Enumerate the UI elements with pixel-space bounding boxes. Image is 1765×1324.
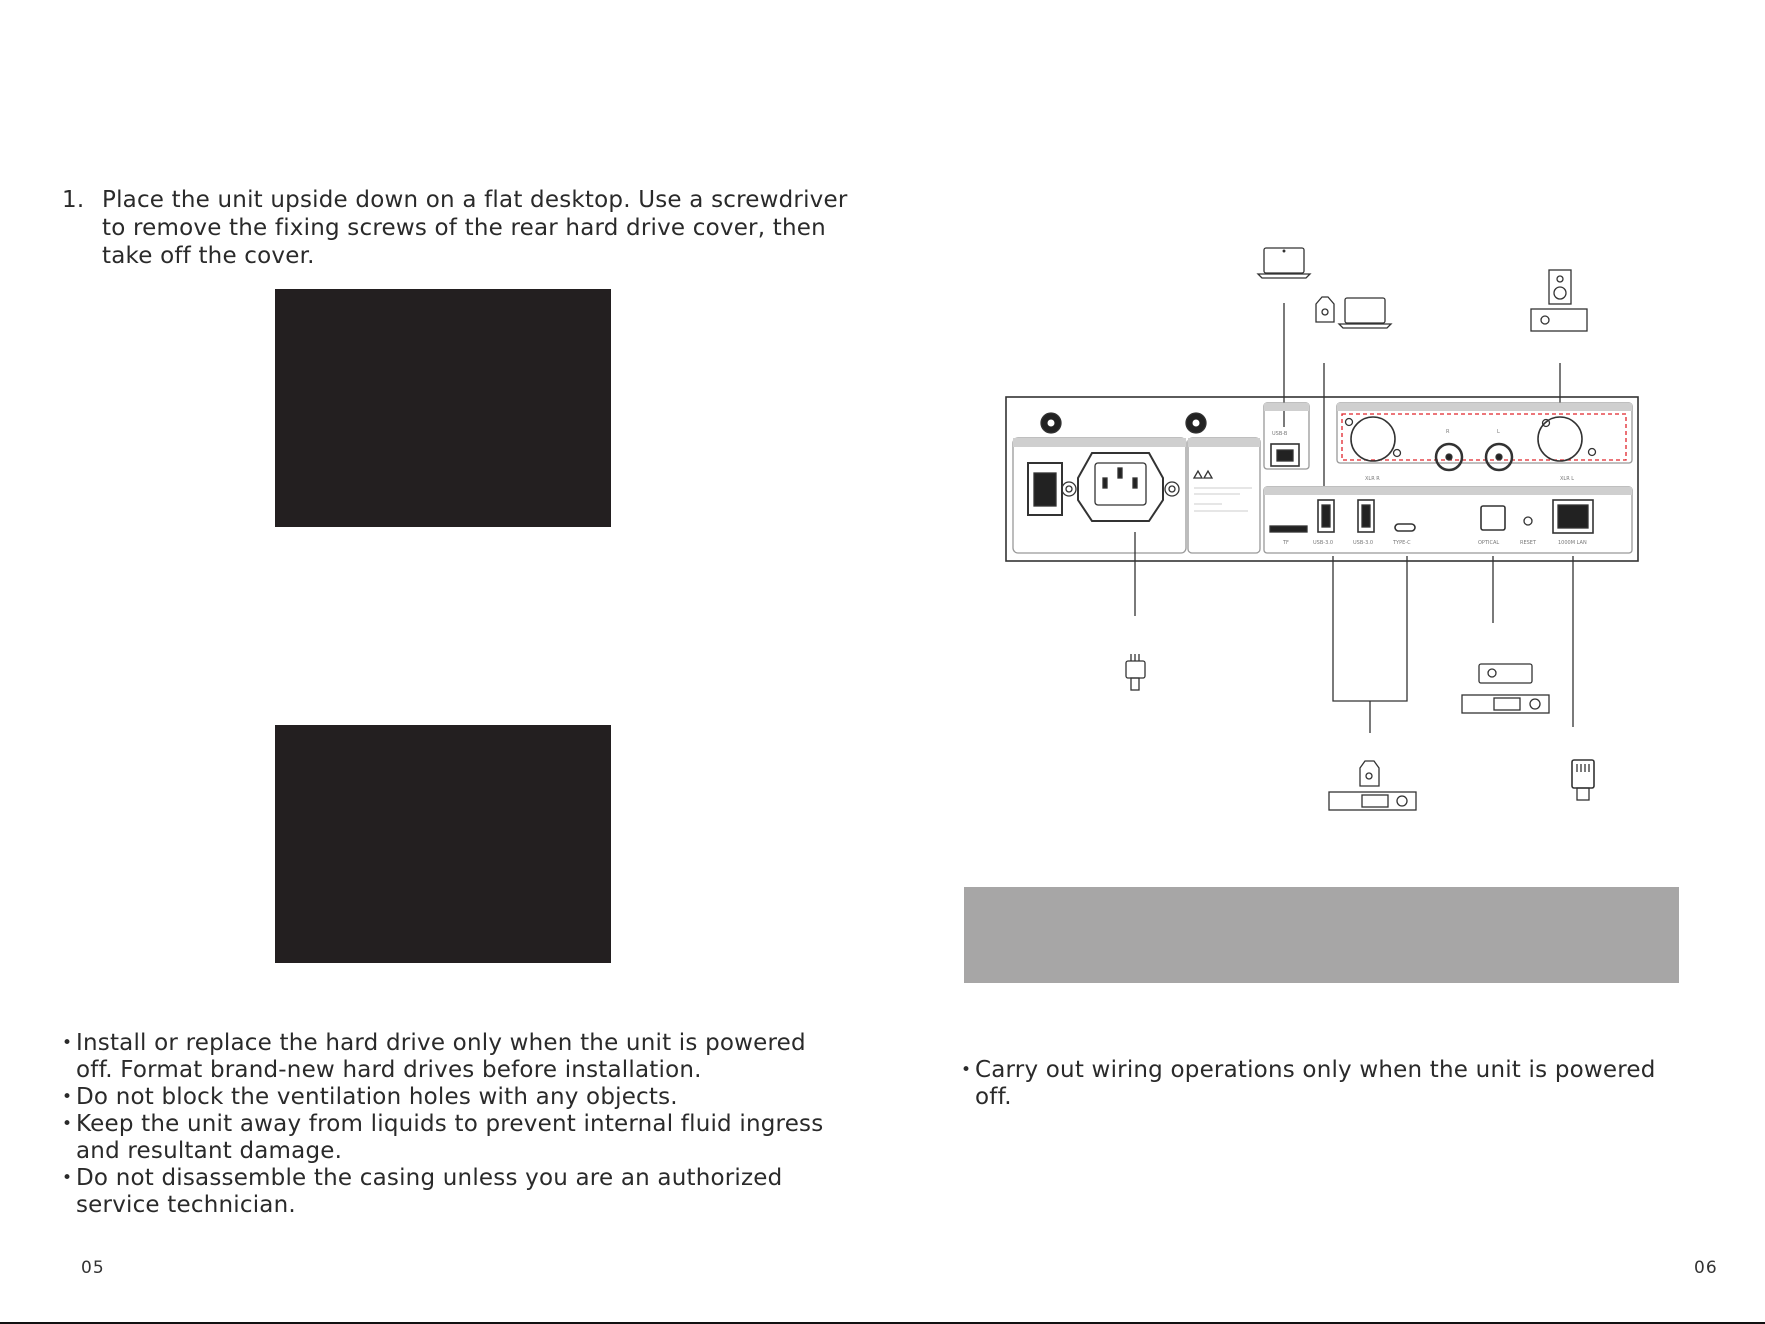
streamer-device-icon [1328, 791, 1417, 811]
usb-b-port-icon [1270, 443, 1300, 467]
usb30-b-label: USB-3.0 [1353, 540, 1373, 546]
caution-section [1187, 437, 1261, 554]
usb-a-port-icon [1317, 499, 1335, 533]
rca-connector-icon [1484, 442, 1514, 472]
ethernet-port-icon [1552, 499, 1594, 534]
xlr-l-label: XLR L [1560, 476, 1574, 482]
ethernet-cable-icon [1571, 759, 1595, 801]
power-switch-icon [1027, 462, 1063, 516]
wiring-note-item: Carry out wiring operations only when th… [961, 1057, 1681, 1111]
rca-connector-icon [1434, 442, 1464, 472]
usb-b-label: USB-B [1272, 431, 1288, 437]
gray-banner [964, 887, 1679, 983]
screw-icon [1040, 412, 1062, 434]
usb30-a-label: USB-3.0 [1313, 540, 1333, 546]
tf-card-slot-icon [1269, 525, 1308, 533]
analog-output-section [1336, 402, 1633, 464]
xlr-r-label: XLR R [1365, 476, 1380, 482]
precaution-list: Install or replace the hard drive only w… [62, 1030, 842, 1219]
precaution-item: Keep the unit away from liquids to preve… [62, 1111, 842, 1165]
optical-label: OPTICAL [1478, 540, 1499, 546]
external-drive-icon [1315, 296, 1335, 323]
external-drive-icon [1359, 760, 1380, 787]
precaution-item: Do not block the ventilation holes with … [62, 1084, 842, 1111]
wiring-note: Carry out wiring operations only when th… [961, 1057, 1681, 1111]
laptop-icon [1256, 247, 1312, 279]
reset-label: RESET [1520, 540, 1537, 546]
optical-port-icon [1480, 505, 1506, 531]
xlr-connector-icon [1344, 416, 1402, 462]
page-number-left: 05 [81, 1258, 105, 1278]
usb-leader-line [1332, 556, 1408, 702]
rca-r-label: R [1446, 429, 1450, 435]
hard-drive-cover-photo [275, 289, 611, 527]
power-plug-icon [1125, 654, 1146, 691]
precaution-item: Install or replace the hard drive only w… [62, 1030, 842, 1084]
reset-button-icon [1523, 516, 1533, 526]
xlr-rca-highlight-box [1341, 413, 1627, 461]
lan-label: 1000M LAN [1558, 540, 1587, 546]
streamer-device-icon [1461, 694, 1550, 714]
page-number-right: 06 [1694, 1258, 1718, 1278]
rca-l-label: L [1497, 429, 1500, 435]
screw-icon [1185, 412, 1207, 434]
usb-type-c-port-icon [1394, 523, 1416, 532]
amplifier-icon [1530, 308, 1588, 332]
step-text: Place the unit upside down on a flat des… [102, 187, 848, 269]
laptop-icon [1337, 297, 1393, 329]
type-c-label: TYPE-C [1392, 540, 1411, 546]
iec-power-socket-icon [1061, 452, 1180, 522]
bottom-edge-rule [0, 1322, 1765, 1324]
tf-label: TF [1282, 540, 1289, 546]
hard-drive-install-photo [275, 725, 611, 963]
speaker-icon [1548, 269, 1572, 305]
rear-panel-outline [1005, 396, 1639, 562]
usb-a-port-icon [1357, 499, 1375, 533]
xlr-connector-icon [1537, 416, 1597, 462]
rear-panel-connection-diagram: USB-B XLR R R L XLR L TF USB-3.0 USB-3.0… [1005, 247, 1639, 811]
precaution-item: Do not disassemble the casing unless you… [62, 1165, 842, 1219]
step-number: 1. [62, 187, 85, 213]
warning-icon [1192, 469, 1214, 479]
dac-device-icon [1478, 663, 1533, 684]
